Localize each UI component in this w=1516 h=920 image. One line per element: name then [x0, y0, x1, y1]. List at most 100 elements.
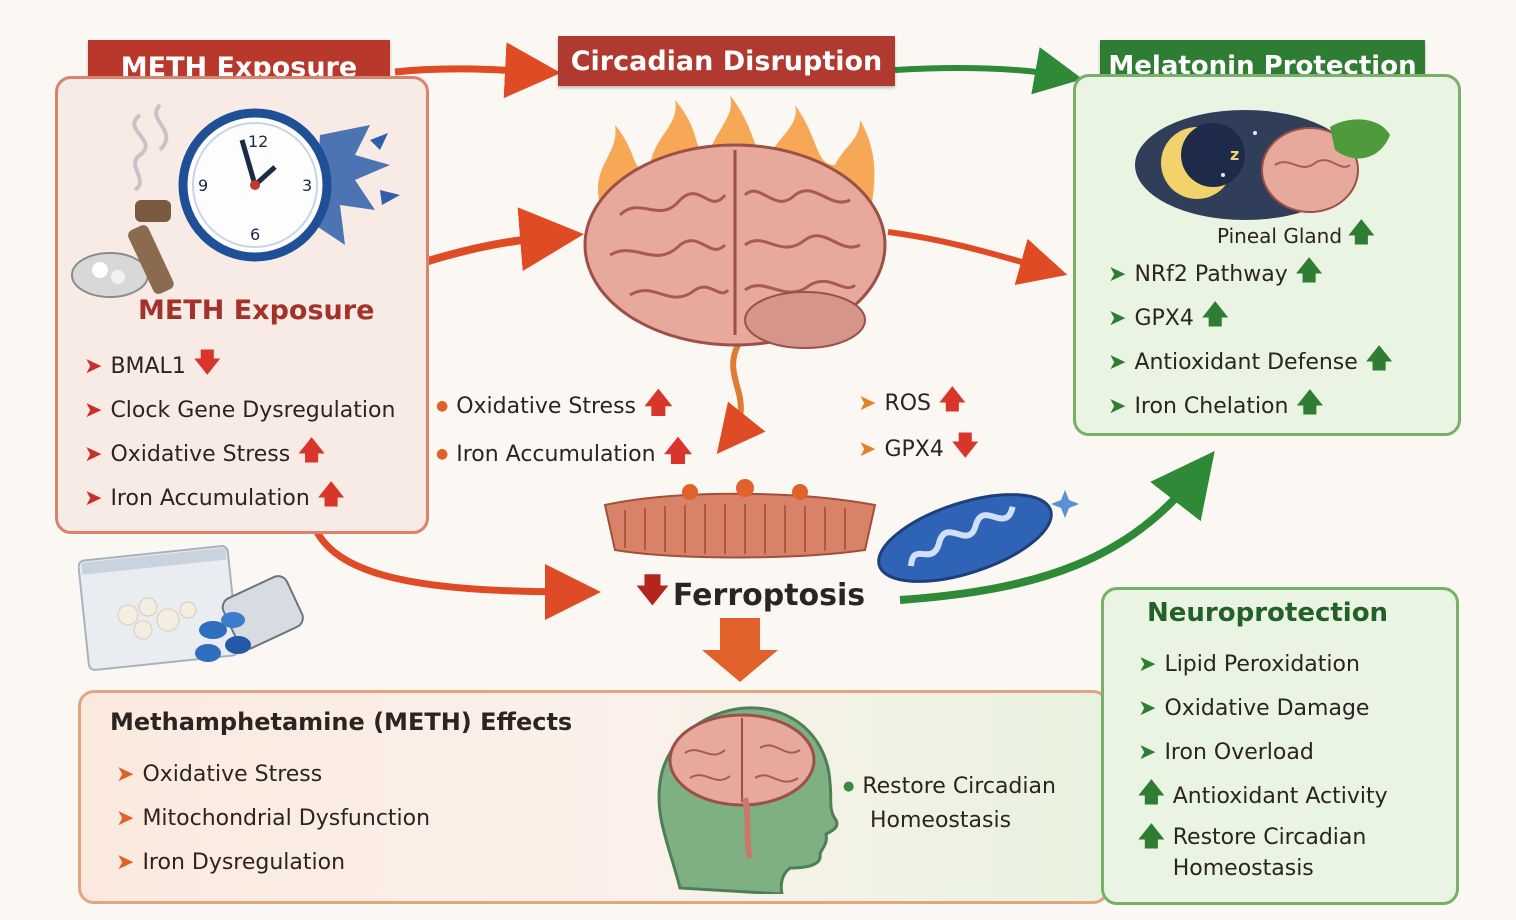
list-item: ● Oxidative Stress 🡅	[436, 382, 692, 430]
head-silhouette-illustration	[657, 706, 839, 894]
bullet-icon: ●	[436, 398, 449, 414]
arrow-meth-to-brain	[423, 207, 584, 272]
meth-item-bmal1: BMAL1	[110, 353, 186, 379]
arrow-right-icon: ➤	[1108, 349, 1127, 375]
meth-effects-panel	[78, 690, 1109, 904]
melatonin-item-gpx4: GPX4	[1134, 305, 1194, 331]
arrow-up-icon: 🡅	[663, 434, 693, 467]
list-item: ➤ Iron Overload	[1138, 730, 1388, 774]
list-item: ● Iron Accumulation 🡅	[436, 430, 692, 478]
center-right-list: ➤ ROS 🡅 ➤ GPX4 🡇	[858, 380, 979, 472]
arrow-down-icon: 🡇	[193, 348, 221, 378]
arrow-meth-to-ferroptosis	[308, 518, 601, 620]
pineal-gland-text: Pineal Gland	[1217, 224, 1343, 248]
neuro-item-restore: Restore Circadian Homeostasis	[1173, 822, 1367, 884]
arrow-ferroptosis-down	[702, 618, 778, 682]
drug-bag-illustration	[78, 545, 304, 671]
clock-9: 9	[198, 176, 208, 195]
list-item: ➤ GPX4 🡇	[858, 426, 979, 472]
clock-illustration: 12 3 6 9	[71, 103, 400, 298]
burst-icon	[682, 479, 808, 500]
melatonin-item-nrf2: NRf2 Pathway	[1134, 261, 1288, 287]
night-pineal-illustration: z	[1135, 110, 1390, 220]
arrow-brain-to-melatonin	[887, 229, 1068, 286]
arrow-up-icon: 🡅	[298, 436, 325, 466]
melatonin-item-iron: Iron Chelation	[1134, 393, 1289, 419]
list-item: ➤ Oxidative Damage	[1138, 686, 1388, 730]
center-item-gpx4: GPX4	[884, 436, 944, 462]
list-item: 🡅 Antioxidant Activity	[1138, 774, 1388, 818]
moon-icon	[1161, 123, 1245, 199]
sparkle-icon	[1051, 490, 1079, 518]
arrow-right-icon: ➤	[1138, 651, 1157, 677]
mitochondrion-illustration	[877, 490, 1079, 583]
arrow-up-icon: 🡅	[1138, 778, 1165, 808]
arrow-up-icon: 🡅	[1295, 256, 1323, 286]
arrow-right-icon: ➤	[84, 353, 103, 379]
arrow-up-icon: 🡅	[1138, 822, 1165, 852]
meth-panel-title: METH Exposure	[138, 295, 375, 326]
list-item: ➤ Antioxidant Defense 🡅	[1108, 340, 1393, 384]
sleep-z-icon: z	[1230, 145, 1239, 164]
arrow-right-icon: ➤	[858, 390, 877, 416]
center-left-list: ● Oxidative Stress 🡅 ● Iron Accumulation…	[436, 382, 692, 478]
list-item: ➤ Iron Chelation 🡅	[1108, 384, 1393, 428]
list-item: ● Restore Circadian	[843, 770, 1056, 804]
melatonin-list: ➤ NRf2 Pathway 🡅 ➤ GPX4 🡅 ➤ Antioxidant …	[1108, 252, 1393, 428]
arrow-down-icon: 🡇	[636, 571, 669, 609]
neuroprotection-title: Neuroprotection	[1147, 598, 1389, 628]
arrow-up-icon: 🡅	[1296, 388, 1324, 418]
arrow-up-icon: 🡅	[644, 386, 673, 419]
arrow-right-icon: ➤	[84, 441, 103, 467]
list-item: 🡅 Restore Circadian Homeostasis	[1138, 818, 1388, 884]
meth-panel-list: ➤ BMAL1 🡇 ➤ Clock Gene Dysregulation ➤ O…	[84, 344, 395, 520]
tissue-illustration	[603, 479, 877, 559]
effects-panel-title: Methamphetamine (METH) Effects	[110, 708, 573, 736]
arrow-up-icon: 🡅	[939, 385, 966, 415]
neuro-item-oxidative: Oxidative Damage	[1164, 695, 1370, 721]
neuroprotection-panel	[1101, 587, 1459, 905]
arrow-right-icon: ➤	[116, 849, 135, 875]
arrow-right-icon: ➤	[116, 761, 135, 787]
center-item-iron: Iron Accumulation	[456, 441, 656, 467]
list-item: ➤ BMAL1 🡇	[84, 344, 395, 388]
brain-icon	[668, 713, 816, 859]
neuro-restore-line1: Restore Circadian	[1172, 825, 1367, 850]
neuro-item-lipid: Lipid Peroxidation	[1164, 651, 1360, 677]
arrow-meth-to-circadian	[394, 42, 561, 99]
neuro-list: ➤ Lipid Peroxidation ➤ Oxidative Damage …	[1138, 642, 1388, 884]
list-item: ➤ Lipid Peroxidation	[1138, 642, 1388, 686]
ferroptosis-text: Ferroptosis	[672, 577, 866, 613]
meth-item-clock-gene: Clock Gene Dysregulation	[110, 397, 396, 423]
pipe-icon	[71, 200, 174, 298]
list-item: ➤ Mitochondrial Dysfunction	[116, 796, 430, 840]
brain-icon	[583, 143, 887, 349]
bullet-icon: ●	[843, 779, 855, 794]
arrow-down-icon: 🡇	[951, 431, 979, 461]
smoke-icon	[132, 103, 169, 192]
pineal-brain-icon	[1261, 119, 1390, 213]
clock-6: 6	[250, 225, 260, 244]
list-item: ➤ Oxidative Stress 🡅	[84, 432, 395, 476]
list-item: ➤ Iron Accumulation 🡅	[84, 476, 395, 520]
arrow-ferroptosis-to-melatonin	[899, 451, 1215, 604]
effects-restore-text: ● Restore Circadian Homeostasis	[843, 770, 1056, 838]
list-item: ➤ Iron Dysregulation	[116, 840, 430, 884]
arrow-up-icon: 🡅	[1365, 344, 1393, 374]
clock-icon: 12 3 6 9	[178, 108, 332, 262]
burning-brain-illustration	[583, 95, 887, 349]
effects-list: ➤ Oxidative Stress ➤ Mitochondrial Dysfu…	[116, 752, 430, 884]
arrow-up-icon: 🡅	[1348, 218, 1375, 248]
meth-item-oxidative: Oxidative Stress	[110, 441, 291, 467]
melatonin-item-antioxidant: Antioxidant Defense	[1134, 349, 1358, 375]
arrow-up-icon: 🡅	[1201, 300, 1229, 330]
circadian-disruption-banner: Circadian Disruption	[558, 36, 895, 86]
pill-bottle-icon	[195, 575, 304, 662]
clock-12: 12	[248, 132, 268, 151]
effects-item-iron: Iron Dysregulation	[142, 849, 346, 875]
arrow-right-icon: ➤	[1138, 695, 1157, 721]
neuro-item-antioxidant: Antioxidant Activity	[1172, 783, 1388, 809]
effects-restore-line2: Homeostasis	[870, 808, 1012, 833]
list-item: ➤ GPX4 🡅	[1108, 296, 1393, 340]
